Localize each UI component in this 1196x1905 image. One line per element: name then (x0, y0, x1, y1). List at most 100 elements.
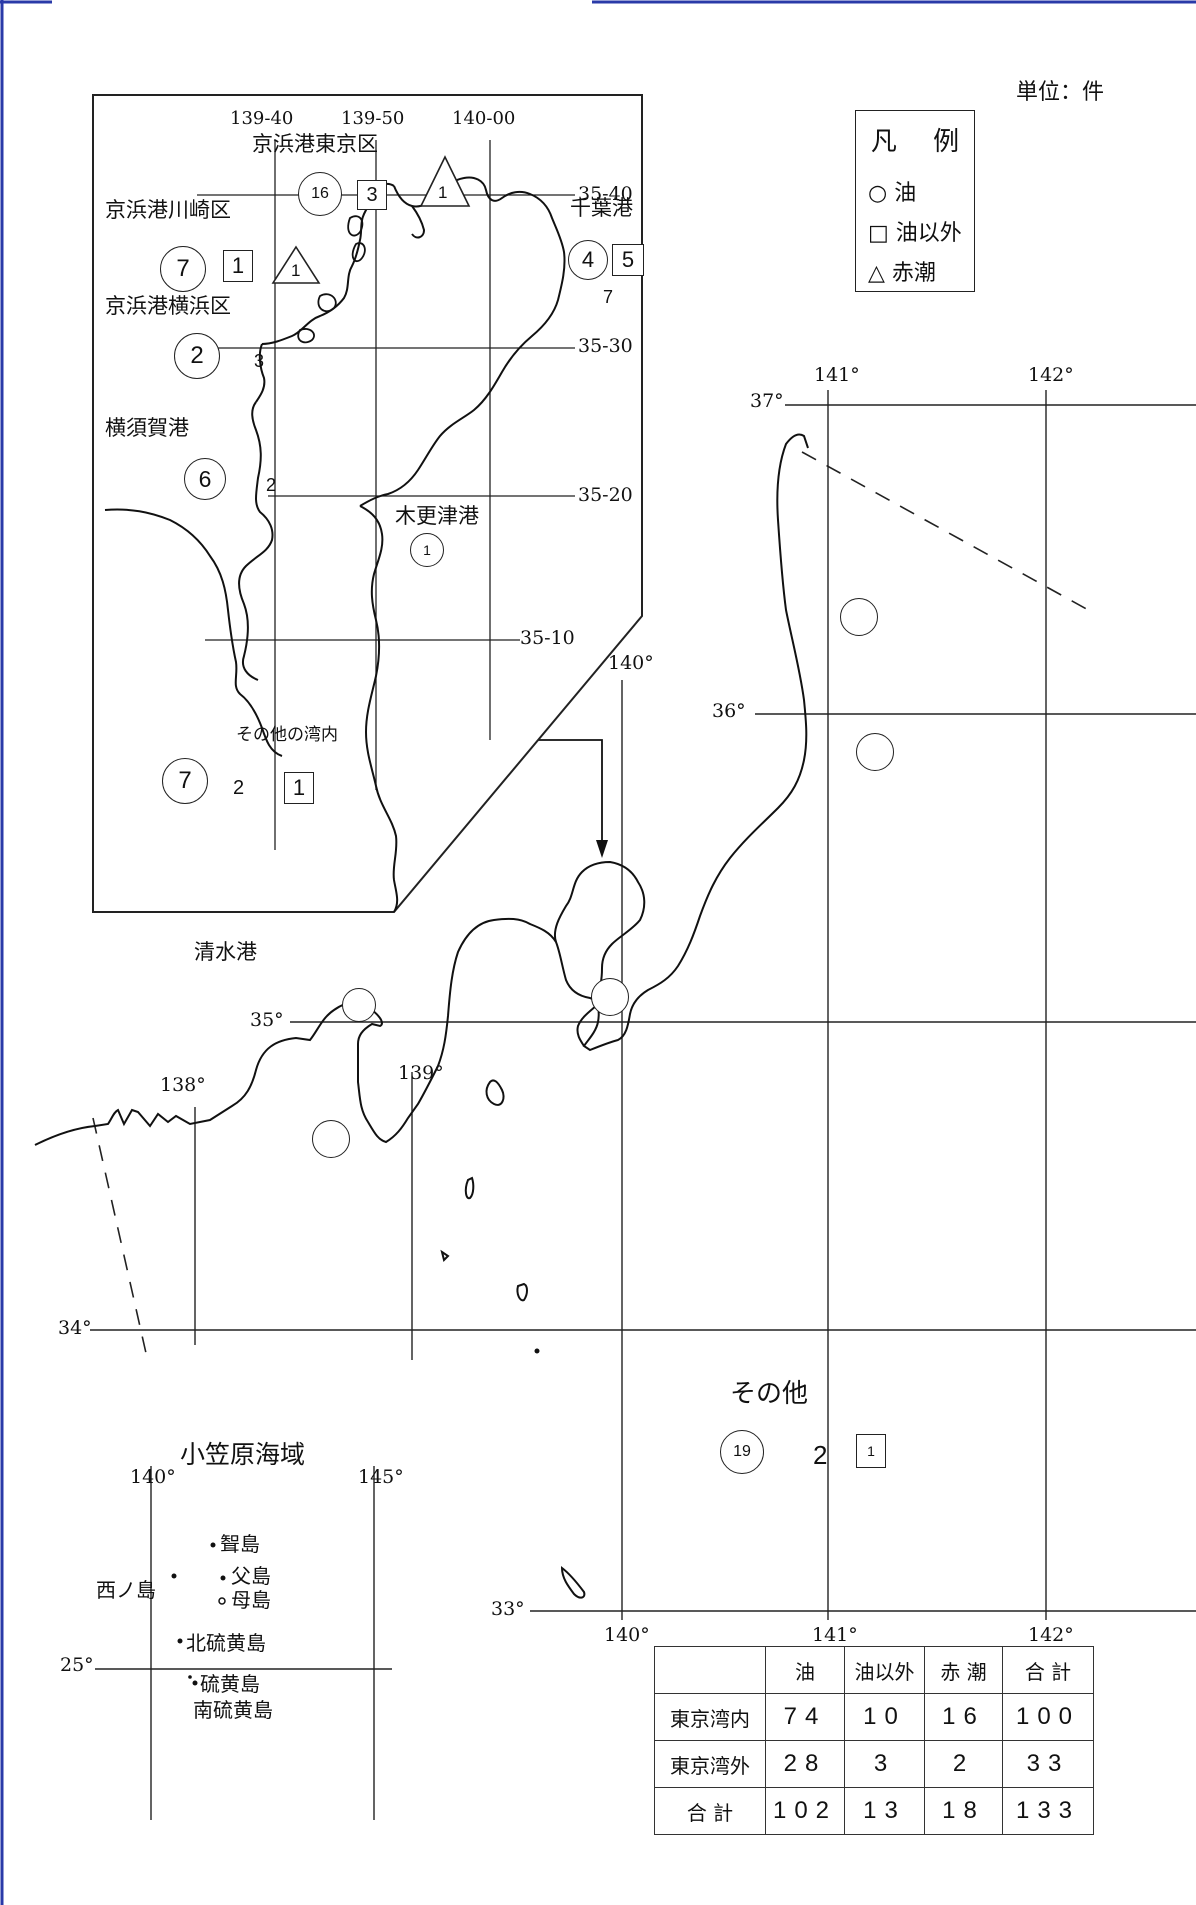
oil-count-circle: 7 (162, 758, 208, 804)
table-cell: 3 (844, 1740, 925, 1788)
ogasawara-lon-tick: 145° (358, 1466, 404, 1488)
lon-tick: 142° (1028, 364, 1074, 386)
red-tide-count: 2 (813, 1440, 828, 1470)
inset-lon-tick: 140-00 (452, 108, 516, 129)
oil-count-circle: 2 (174, 333, 220, 379)
red-tide-count: 2 (266, 475, 277, 495)
inset-lon-tick: 139-40 (230, 108, 294, 129)
non-oil-count-square: 1 (223, 250, 253, 282)
lon-tick: 141° (812, 1624, 858, 1646)
oil-count-circle: 19 (720, 1430, 764, 1474)
island-label: 西ノ島 (96, 1578, 156, 1602)
table-cell: 東京湾外 (654, 1740, 766, 1788)
ogasawara-grid (95, 1466, 392, 1820)
place-other-bay: その他の湾内 (236, 725, 338, 744)
table-cell: 33 (1002, 1740, 1094, 1788)
place-yokohama: 京浜港横浜区 (105, 294, 231, 318)
table-cell: 13 (844, 1787, 925, 1835)
lon-tick: 140° (608, 652, 654, 674)
ogasawara-lat-tick: 25° (60, 1654, 94, 1676)
non-oil-count-square: 1 (856, 1434, 886, 1468)
inset-lat-tick: 35-20 (578, 484, 633, 506)
place-yokosuka: 横須賀港 (105, 416, 189, 440)
place-tokyo: 京浜港東京区 (252, 132, 378, 156)
legend: 凡 例 ○ 油 □ 油以外 △ 赤潮 (855, 110, 975, 292)
oil-count-circle: 1 (410, 533, 444, 567)
red-tide-triangle (419, 155, 471, 207)
main-map-grid (90, 390, 1196, 1620)
place-chiba: 千葉港 (570, 196, 633, 220)
table-cell: 10 (844, 1693, 925, 1741)
legend-non-oil: □ 油以外 (868, 221, 962, 246)
red-tide-triangle (271, 245, 321, 284)
table-header-cell: 油以外 (844, 1646, 925, 1694)
inset-lat-tick: 35-40 (578, 183, 633, 205)
oil-marker-circle (840, 598, 878, 636)
table-header-cell: 油 (765, 1646, 845, 1694)
table-cell: 28 (765, 1740, 845, 1788)
table-cell: 18 (924, 1787, 1003, 1835)
place-shimizu: 清水港 (194, 940, 257, 964)
lon-tick: 140° (604, 1624, 650, 1646)
ogasawara-lon-tick: 140° (130, 1466, 176, 1488)
red-tide-count: 1 (438, 183, 448, 202)
red-tide-count: 1 (291, 261, 301, 280)
table-cell: 102 (765, 1787, 845, 1835)
non-oil-count-square: 1 (284, 772, 314, 804)
honshu-coastline (34, 433, 809, 1146)
inset-lon-tick: 139-50 (341, 108, 405, 129)
oil-count-circle: 16 (298, 172, 342, 216)
oil-marker-circle (591, 978, 629, 1016)
lat-tick: 33° (491, 1598, 525, 1620)
table-header-cell: 赤 潮 (924, 1646, 1003, 1694)
legend-title: 凡 例 (870, 127, 974, 157)
table-row: 東京湾外 28 3 2 33 (654, 1740, 1094, 1788)
inset-lat-tick: 35-30 (578, 335, 633, 357)
island-label: 北硫黄島 (186, 1631, 266, 1655)
island-label: 硫黄島 (200, 1672, 260, 1696)
non-oil-count-square: 3 (357, 180, 387, 210)
red-tide-count: 2 (233, 777, 245, 799)
table-header-row: 油 油以外 赤 潮 合 計 (654, 1646, 1094, 1694)
inset-lat-tick: 35-10 (520, 627, 575, 649)
ogasawara-title: 小笠原海域 (180, 1440, 306, 1469)
inset-frame (92, 94, 643, 913)
island-label: 父島 (231, 1564, 271, 1588)
lat-tick: 36° (712, 700, 746, 722)
oil-count-circle: 6 (184, 458, 226, 500)
oil-marker-circle (312, 1120, 350, 1158)
oil-marker-circle (856, 733, 894, 771)
legend-red-tide: △ 赤潮 (868, 261, 936, 286)
legend-oil: ○ 油 (868, 181, 917, 206)
island-label: 母島 (231, 1588, 271, 1612)
oil-count-circle: 7 (160, 246, 206, 292)
lon-tick: 139° (398, 1062, 444, 1084)
island-label: 聟島 (220, 1532, 260, 1556)
lat-tick: 34° (58, 1317, 92, 1339)
table-cell: 東京湾内 (654, 1693, 766, 1741)
red-tide-count: 7 (603, 287, 614, 307)
table-cell: 合 計 (654, 1787, 766, 1835)
non-oil-count-square: 5 (612, 244, 644, 276)
table-row: 合 計 102 13 18 133 (654, 1787, 1094, 1835)
summary-table: 油 油以外 赤 潮 合 計 東京湾内 74 10 16 100 東京湾外 28 … (654, 1646, 1094, 1835)
oil-count-circle: 4 (568, 240, 608, 280)
lon-tick: 138° (160, 1074, 206, 1096)
unit-note: 単位：件 (1016, 80, 1105, 105)
table-cell: 100 (1002, 1693, 1094, 1741)
table-cell: 2 (924, 1740, 1003, 1788)
place-other: その他 (730, 1378, 809, 1408)
lat-tick: 35° (250, 1009, 284, 1031)
lat-tick: 37° (750, 390, 784, 412)
table-cell: 74 (765, 1693, 845, 1741)
table-cell: 133 (1002, 1787, 1094, 1835)
table-header-cell (654, 1646, 766, 1694)
place-kawasaki: 京浜港川崎区 (105, 198, 231, 222)
island-label: 南硫黄島 (193, 1698, 273, 1722)
table-row: 東京湾内 74 10 16 100 (654, 1693, 1094, 1741)
table-cell: 16 (924, 1693, 1003, 1741)
red-tide-count: 3 (254, 351, 265, 371)
table-header-cell: 合 計 (1002, 1646, 1094, 1694)
